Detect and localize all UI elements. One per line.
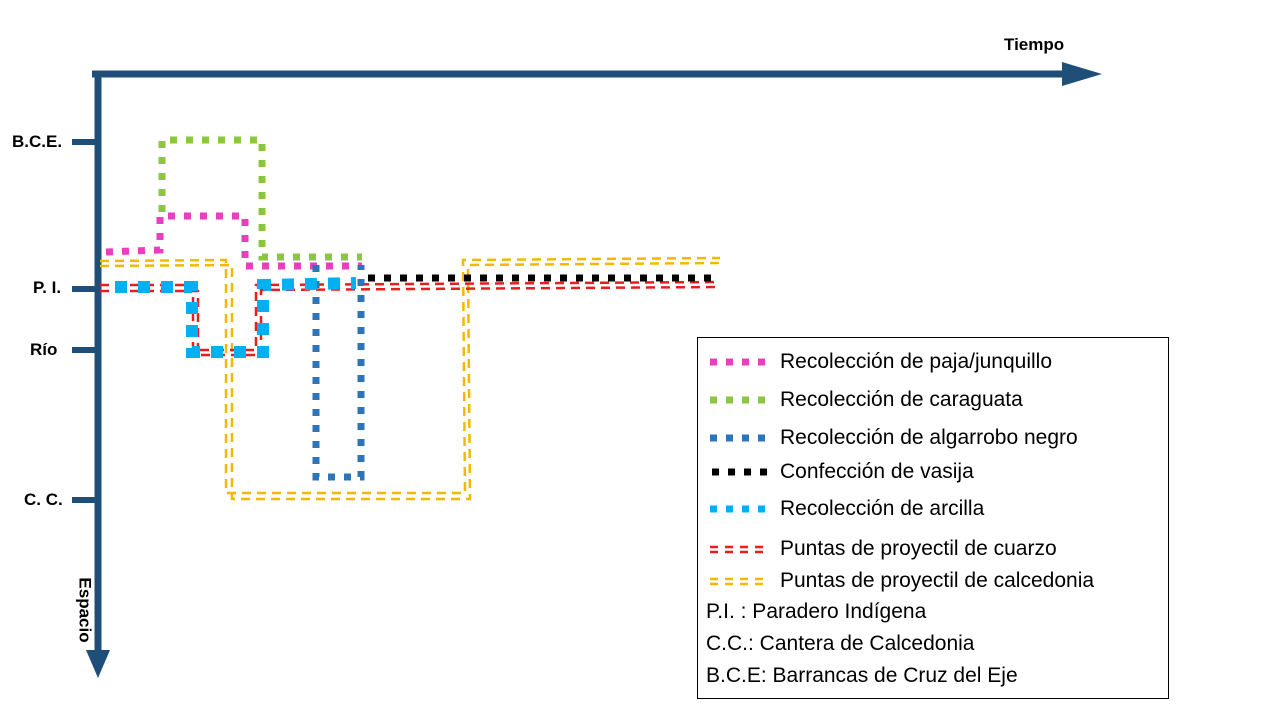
tick-label-pi: P. I. xyxy=(33,278,62,297)
time-axis-arrow xyxy=(1062,62,1102,86)
space-axis-arrow xyxy=(86,650,110,678)
legend-item-paja: Recolección de paja/junquillo xyxy=(708,350,1052,374)
legend-label: Puntas de proyectil de calcedonia xyxy=(780,569,1095,592)
legend-swatch-calcedonia xyxy=(710,577,768,586)
legend-item-vasija: Confección de vasija xyxy=(708,460,974,484)
path-calcedonia xyxy=(99,256,721,501)
space-axis-label: Espacio xyxy=(75,577,95,643)
path-arcilla xyxy=(115,277,357,358)
legend-item-calcedonia: Puntas de proyectil de calcedonia xyxy=(708,569,1094,593)
legend-label: Confección de vasija xyxy=(780,460,974,483)
legend-label: Puntas de proyectil de cuarzo xyxy=(780,537,1057,560)
tick-label-cc: C. C. xyxy=(24,490,63,509)
legend-item-arcilla: Recolección de arcilla xyxy=(708,497,984,521)
legend-item-cuarzo: Puntas de proyectil de cuarzo xyxy=(708,537,1057,561)
note-cc: C.C.: Cantera de Calcedonia xyxy=(706,632,975,655)
path-caraguata xyxy=(158,136,362,261)
legend-item-algarrobo: Recolección de algarrobo negro xyxy=(708,426,1078,450)
note-bce: B.C.E: Barrancas de Cruz del Eje xyxy=(706,664,1018,687)
legend-label: Recolección de algarrobo negro xyxy=(780,426,1078,449)
legend-swatch-cuarzo xyxy=(710,545,768,554)
tick-label-bce: B.C.E. xyxy=(12,132,63,151)
note-pi: P.I. : Paradero Indígena xyxy=(706,600,927,623)
legend: Recolección de paja/junquillo Recolecció… xyxy=(697,337,1169,699)
legend-swatch-algarrobo xyxy=(710,434,768,442)
legend-label: Recolección de caraguata xyxy=(780,388,1023,411)
legend-swatch-paja xyxy=(710,358,768,366)
legend-label: Recolección de arcilla xyxy=(780,497,985,520)
legend-swatch-vasija xyxy=(712,468,768,476)
legend-swatch-caraguata xyxy=(710,396,768,404)
legend-item-caraguata: Recolección de caraguata xyxy=(708,388,1023,412)
time-axis-label: Tiempo xyxy=(1004,35,1065,54)
path-cuarzo xyxy=(100,280,721,357)
axes xyxy=(72,62,1102,678)
tick-label-rio: Río xyxy=(30,340,58,359)
legend-label: Recolección de paja/junquillo xyxy=(780,350,1053,373)
path-algarrobo xyxy=(312,265,365,481)
path-paja xyxy=(105,212,362,270)
legend-swatch-arcilla xyxy=(710,505,768,513)
